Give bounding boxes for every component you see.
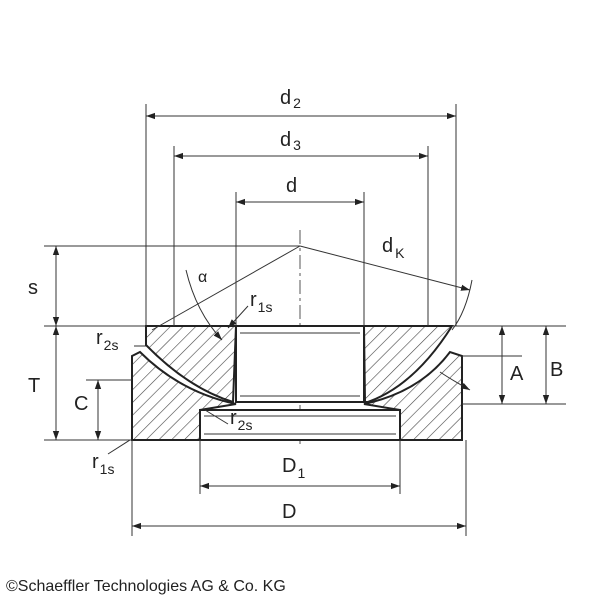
label-A: A xyxy=(510,363,524,385)
housing-washer-bore xyxy=(199,409,401,441)
label-alpha: α xyxy=(198,269,207,286)
label-r2s-left: r2s xyxy=(96,327,118,353)
shaft-washer-right xyxy=(362,325,454,403)
label-B: B xyxy=(550,359,563,381)
dim-dK-radius xyxy=(299,245,471,291)
label-r2s-bottom: r2s xyxy=(230,407,252,433)
label-s: s xyxy=(28,277,38,299)
label-r1s-bottom: r1s xyxy=(92,451,114,477)
label-C: C xyxy=(74,393,88,415)
label-T: T xyxy=(28,375,40,397)
copyright-notice: ©Schaeffler Technologies AG & Co. KG xyxy=(6,578,286,595)
label-D: D xyxy=(282,501,296,523)
alpha-angle-arc xyxy=(185,269,223,341)
label-d: d xyxy=(286,175,297,197)
label-r1s-top: r1s xyxy=(250,289,272,315)
shaft-washer-bore xyxy=(235,325,365,403)
label-D1: D1 xyxy=(282,455,305,481)
shaft-washer-left xyxy=(145,325,238,404)
